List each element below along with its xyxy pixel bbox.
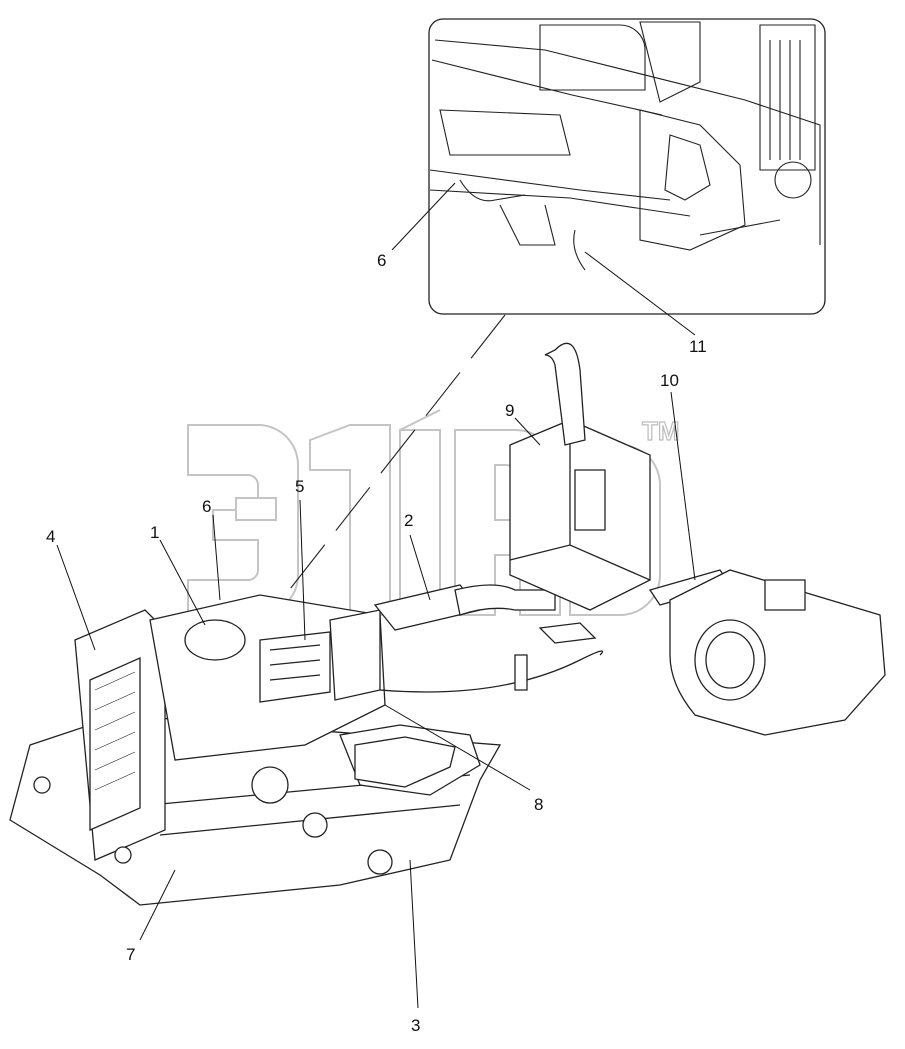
callout-4: 4 (46, 527, 55, 546)
callout-11: 11 (689, 337, 707, 356)
inset-detail-view (428, 18, 826, 315)
callout-5: 5 (295, 477, 304, 496)
callout-9: 9 (505, 401, 514, 420)
inset-connector-line (249, 314, 506, 641)
watermark-trademark: TM (642, 416, 680, 446)
callout-8: 8 (534, 795, 543, 814)
callout-2: 2 (404, 511, 413, 530)
main-assembly-drawing (9, 342, 886, 906)
callout-6-inset: 6 (377, 251, 386, 270)
callout-3: 3 (411, 1016, 420, 1035)
leader-lines (56, 182, 696, 1009)
callout-labels: 6 11 10 9 5 6 2 1 4 8 7 3 (46, 251, 707, 1035)
callout-6-main: 6 (202, 497, 211, 516)
callout-10: 10 (660, 371, 679, 390)
callout-1: 1 (150, 523, 159, 542)
callout-7: 7 (126, 945, 135, 964)
